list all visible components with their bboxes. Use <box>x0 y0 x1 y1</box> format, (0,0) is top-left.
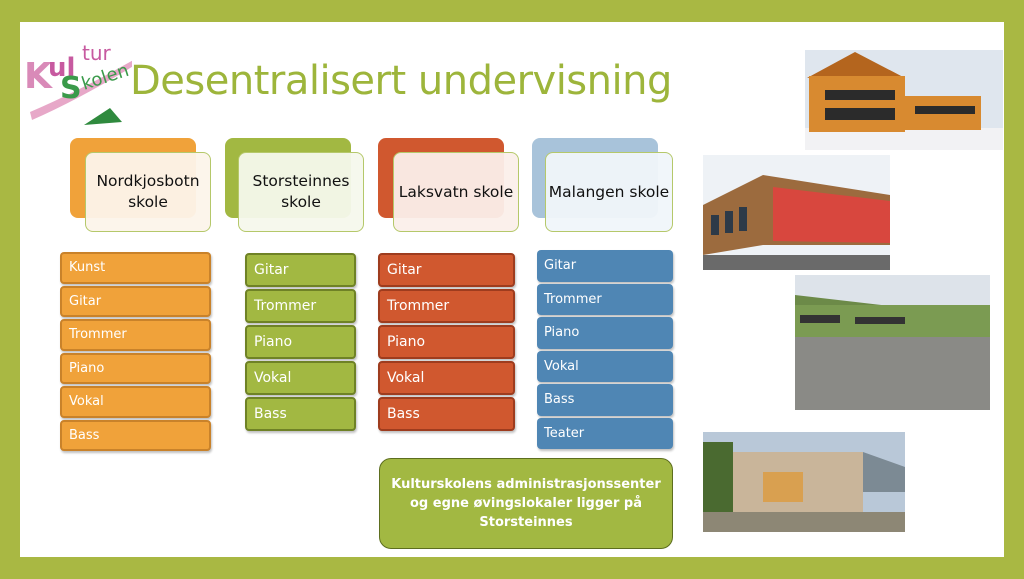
subject-item: Piano <box>60 352 211 384</box>
subject-item: Kunst <box>60 252 211 284</box>
info-box: Kulturskolens administrasjonssenter og e… <box>379 458 673 549</box>
subject-item: Bass <box>537 384 673 416</box>
school-photo-nordkjosbotn <box>805 50 1003 150</box>
school-header-nordkjosbotn: Nordkjosbotn skole <box>85 152 211 232</box>
subject-item: Vokal <box>245 361 356 395</box>
subject-list-laksvatn: Gitar Trommer Piano Vokal Bass <box>378 253 515 433</box>
subject-item: Trommer <box>245 289 356 323</box>
kulturskolen-logo: K ul tur S kolen <box>24 41 132 125</box>
slide-title: Desentralisert undervisning <box>130 58 672 104</box>
subject-item: Piano <box>537 317 673 349</box>
subject-item: Bass <box>378 397 515 431</box>
subject-item: Gitar <box>245 253 356 287</box>
school-photo-storsteinnes <box>703 155 890 270</box>
subject-item: Trommer <box>537 283 673 315</box>
school-photo-malangen <box>703 432 905 532</box>
subject-item: Bass <box>60 419 211 451</box>
svg-text:S: S <box>60 71 82 106</box>
svg-text:tur: tur <box>82 41 112 65</box>
subject-item: Teater <box>537 417 673 449</box>
subject-list-nordkjosbotn: Kunst Gitar Trommer Piano Vokal Bass <box>60 252 211 453</box>
subject-item: Bass <box>245 397 356 431</box>
subject-item: Gitar <box>60 285 211 317</box>
subject-list-storsteinnes: Gitar Trommer Piano Vokal Bass <box>245 253 356 433</box>
subject-item: Trommer <box>60 319 211 351</box>
subject-item: Vokal <box>537 350 673 382</box>
subject-item: Gitar <box>378 253 515 287</box>
subject-item: Trommer <box>378 289 515 323</box>
subject-list-malangen: Gitar Trommer Piano Vokal Bass Teater <box>537 250 673 451</box>
school-photo-laksvatn <box>795 275 990 410</box>
svg-text:kolen: kolen <box>79 60 131 95</box>
school-header-laksvatn: Laksvatn skole <box>393 152 519 232</box>
subject-item: Vokal <box>60 386 211 418</box>
school-header-storsteinnes: Storsteinnes skole <box>238 152 364 232</box>
svg-text:ul: ul <box>48 53 75 83</box>
subject-item: Gitar <box>537 250 673 282</box>
school-header-malangen: Malangen skole <box>545 152 673 232</box>
svg-text:K: K <box>24 56 53 97</box>
subject-item: Piano <box>378 325 515 359</box>
subject-item: Piano <box>245 325 356 359</box>
subject-item: Vokal <box>378 361 515 395</box>
